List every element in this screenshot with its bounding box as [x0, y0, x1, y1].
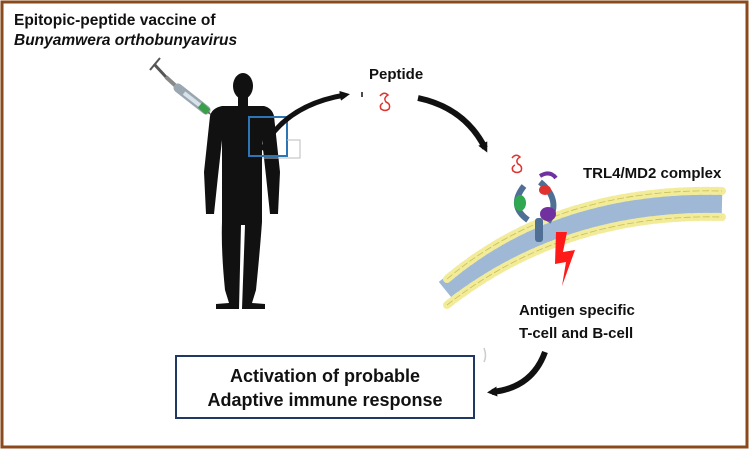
response-line-1: Activation of probable: [229, 366, 420, 386]
peptide-bound-icon: [511, 154, 523, 174]
antigen-label-line-1: Antigen specific: [519, 302, 635, 319]
title-line-2: Bunyamwera orthobunyavirus: [14, 32, 238, 49]
antigen-label-line-2: T-cell and B-cell: [519, 325, 634, 342]
receptor-label: TRL4/MD2 complex: [583, 165, 722, 182]
arrow-to-membrane: [417, 95, 488, 153]
small-tick: [483, 347, 487, 363]
injection-site-line: [262, 139, 301, 159]
title-line-1: Epitopic-peptide vaccine of: [14, 12, 216, 29]
response-line-2: Adaptive immune response: [207, 390, 443, 410]
response-box: Activation of probable Adaptive immune r…: [175, 355, 475, 419]
receptor-complex-icon: [514, 171, 558, 242]
injection-site-box: [248, 116, 288, 157]
arrow-to-peptide: [259, 90, 350, 152]
arrow-to-response: [487, 350, 548, 397]
lightning-bolt-icon: [555, 232, 575, 286]
cell-membrane-icon: [438, 186, 726, 309]
peptide-icon: [379, 92, 391, 112]
peptide-label: Peptide: [369, 66, 424, 83]
